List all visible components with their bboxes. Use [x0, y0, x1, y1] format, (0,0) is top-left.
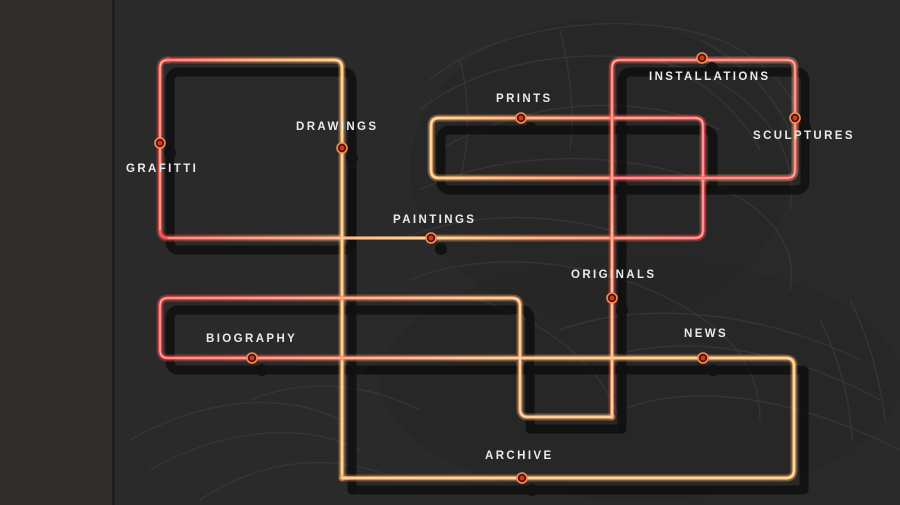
nav-link-drawings[interactable]: DRAWINGS — [296, 121, 379, 133]
station-news[interactable] — [697, 352, 719, 376]
station-markers — [154, 52, 811, 496]
nav-link-news[interactable]: NEWS — [684, 328, 729, 340]
nav-link-prints[interactable]: PRINTS — [496, 93, 553, 105]
station-sculptures[interactable] — [789, 112, 811, 134]
nav-link-archive[interactable]: ARCHIVE — [485, 450, 554, 462]
station-archive[interactable] — [516, 472, 538, 496]
tube-lines — [156, 56, 799, 482]
nav-link-originals[interactable]: ORIGINALS — [571, 269, 657, 281]
background-figure-sketch — [129, 20, 900, 501]
station-originals[interactable] — [606, 292, 628, 316]
station-prints[interactable] — [515, 112, 537, 134]
station-biography[interactable] — [246, 352, 268, 376]
nav-link-sculptures[interactable]: SCULPTURES — [753, 130, 855, 142]
nav-link-installations[interactable]: INSTALLATIONS — [649, 71, 771, 83]
station-grafitti[interactable] — [154, 137, 176, 159]
nav-link-biography[interactable]: BIOGRAPHY — [206, 333, 298, 345]
nav-link-grafitti[interactable]: GRAFITTI — [126, 163, 199, 175]
station-drawings[interactable] — [336, 142, 358, 164]
nav-link-paintings[interactable]: PAINTINGS — [393, 214, 477, 226]
station-paintings[interactable] — [425, 232, 447, 255]
station-installations[interactable] — [696, 52, 718, 74]
